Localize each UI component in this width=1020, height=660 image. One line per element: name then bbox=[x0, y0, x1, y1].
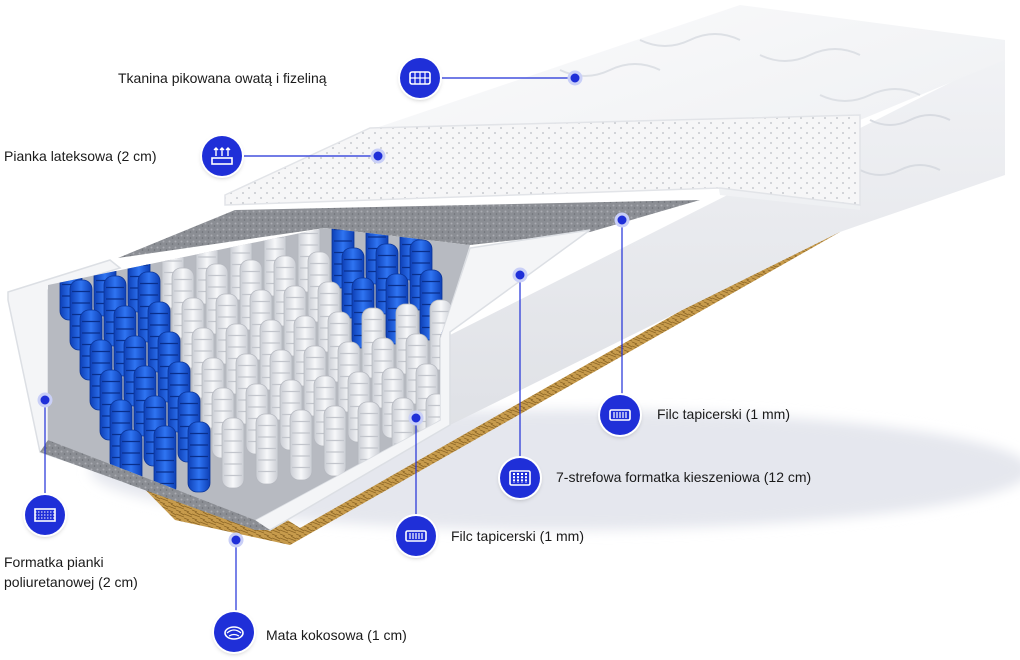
label-formatka-kieszeniowa: 7-strefowa formatka kieszeniowa (12 cm) bbox=[556, 469, 812, 485]
felt-layer-bottom-icon bbox=[396, 516, 436, 556]
foam-sheet-icon bbox=[25, 495, 65, 535]
coconut-mat-icon bbox=[214, 612, 254, 652]
mattress-side bbox=[440, 55, 1005, 430]
label-tkanina: Tkanina pikowana owatą i fizeliną bbox=[118, 70, 327, 86]
latex-foam-layer bbox=[224, 114, 861, 206]
felt-top-layer bbox=[118, 200, 700, 258]
label-formatka-pianki-line1: Formatka pianki bbox=[4, 554, 104, 570]
label-filc-bottom: Filc tapicerski (1 mm) bbox=[451, 528, 585, 544]
felt-layer-icon bbox=[600, 395, 640, 435]
label-filc-top: Filc tapicerski (1 mm) bbox=[657, 406, 791, 422]
label-formatka-pianki-line2: poliuretanowej (2 cm) bbox=[4, 574, 138, 590]
pocket-springs-icon bbox=[500, 458, 540, 498]
label-mata-kokosowa: Mata kokosowa (1 cm) bbox=[266, 627, 407, 643]
pocket-springs bbox=[48, 228, 470, 520]
quilted-fabric-icon bbox=[400, 58, 440, 98]
latex-foam-icon bbox=[202, 136, 242, 176]
label-pianka-lateksowa: Pianka lateksowa (2 cm) bbox=[4, 148, 157, 164]
